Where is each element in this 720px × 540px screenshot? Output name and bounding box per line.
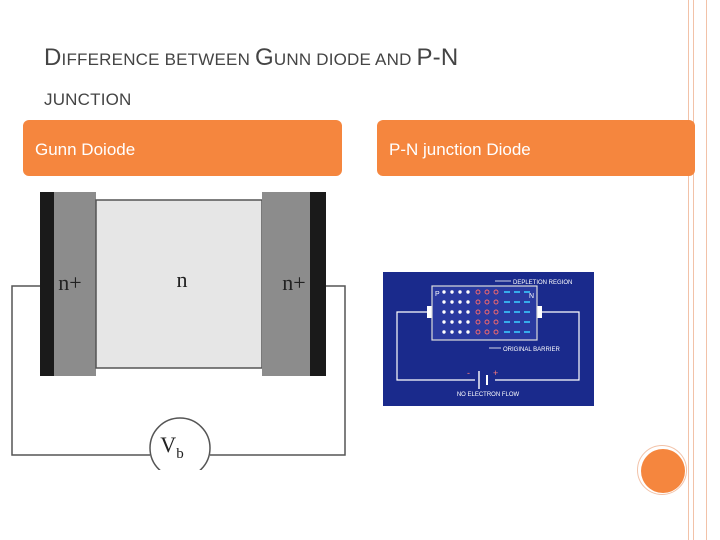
battery-plus: + xyxy=(493,368,498,378)
pn-diode-header-label: P-N junction Diode xyxy=(389,140,531,159)
left-n-plus-region xyxy=(54,192,96,376)
n-region-label: n xyxy=(177,267,188,292)
gunn-diode-diagram: n+ n n+ Vb xyxy=(11,192,346,470)
title-cap-1: D xyxy=(44,44,62,71)
pn-left-terminal xyxy=(427,306,432,318)
right-n-plus-region xyxy=(262,192,310,376)
pn-wire-left xyxy=(396,311,475,381)
p-side-holes xyxy=(442,290,470,334)
voltage-subscript: b xyxy=(176,446,184,462)
decor-circle-ring xyxy=(637,445,687,495)
gunn-diode-header-label: Gunn Doiode xyxy=(35,140,136,159)
voltage-source-label: Vb xyxy=(160,432,183,462)
title-line-2: JUNCTION xyxy=(44,90,132,109)
left-n-plus-label: n+ xyxy=(58,270,81,295)
gunn-diode-header: Gunn Doiode xyxy=(23,120,342,176)
circuit-wire-right xyxy=(210,285,346,456)
n-region xyxy=(95,199,263,369)
title-cap-3: P-N xyxy=(416,44,459,71)
title-part-2: UNN DIODE AND xyxy=(273,50,417,69)
decor-circle xyxy=(641,449,685,493)
voltage-symbol: V xyxy=(160,432,176,457)
right-metal-contact xyxy=(310,192,326,376)
p-label: P xyxy=(435,291,440,298)
n-label: N xyxy=(529,293,534,300)
title-part-1: IFFERENCE BETWEEN xyxy=(61,50,255,69)
left-metal-contact xyxy=(40,192,54,376)
circuit-wire-left xyxy=(11,285,150,456)
pn-right-terminal xyxy=(537,306,542,318)
pn-block xyxy=(431,285,538,341)
no-electron-flow-label: NO ELECTRON FLOW xyxy=(457,392,520,398)
depletion-region-label: DEPLETION REGION xyxy=(513,280,572,286)
pn-junction-diagram: P N DEPLETION REGION ORIGINAL BARRIER - … xyxy=(383,272,594,406)
battery-minus: - xyxy=(467,368,470,378)
decor-line-3 xyxy=(706,0,707,540)
decor-line-2 xyxy=(693,0,694,540)
title-cap-2: G xyxy=(255,44,274,71)
slide-title: DIFFERENCE BETWEEN GUNN DIODE AND P-N JU… xyxy=(44,38,664,120)
pn-wire-right xyxy=(495,311,580,381)
decor-line-1 xyxy=(688,0,689,540)
right-n-plus-label: n+ xyxy=(282,270,305,295)
depletion-ions xyxy=(475,289,499,335)
original-barrier-label: ORIGINAL BARRIER xyxy=(503,347,560,353)
pn-diode-header: P-N junction Diode xyxy=(377,120,695,176)
n-side-electrons xyxy=(504,291,530,333)
voltage-source-circle xyxy=(149,417,211,470)
